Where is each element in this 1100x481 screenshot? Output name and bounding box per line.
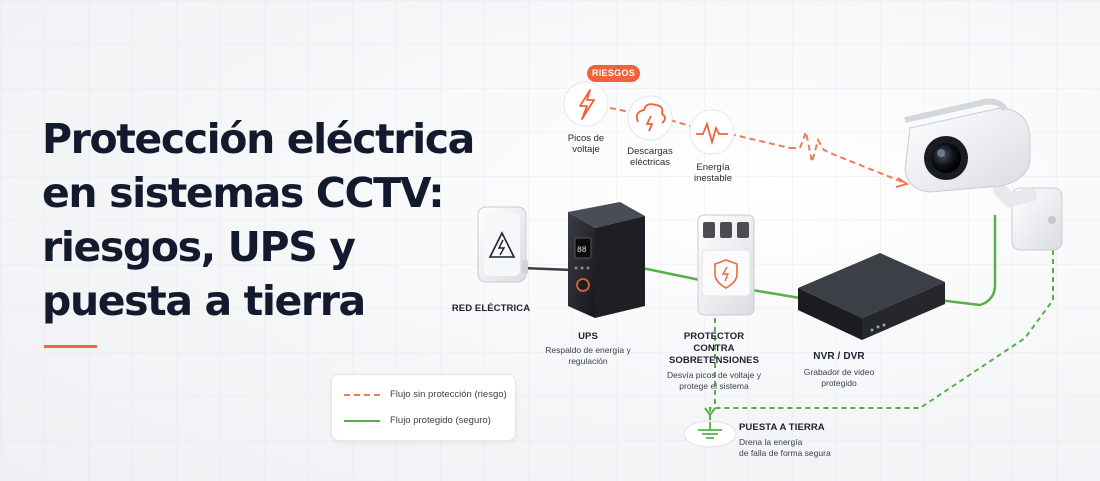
label-ups: UPS Respaldo de energía y regulación [545,331,631,367]
label-nvr: NVR / DVR Grabador de video protegido [798,351,880,389]
ground-desc-line1: Drena la energía [739,437,803,447]
title-accent-rule [44,345,97,348]
ground-desc-line2: de falla de forma segura [739,448,831,458]
risks-badge: RIESGOS [587,65,640,82]
risk-label-voltage: Picos de voltaje [567,133,605,155]
power-cables [521,215,997,307]
protector-desc: Desvía picos de voltaje y protege el sis… [666,370,762,391]
pulse-wave-icon [689,109,735,155]
protector-name-line2: CONTRA SOBRETENSIONES [668,343,760,366]
legend: Flujo sin protección (riesgo) Flujo prot… [331,374,516,441]
protector-name-line1: PROTECTOR [683,331,745,342]
label-power-grid: RED ELÉCTRICA [451,303,531,314]
legend-dash-swatch [344,393,380,396]
legend-unprotected-label: Flujo sin protección (riesgo) [390,389,507,400]
storm-cloud-icon [627,95,673,141]
nvr-dvr-device [798,253,945,340]
legend-solid-swatch [344,419,380,422]
ups-device: 88 [568,202,645,318]
legend-row-protected: Flujo protegido (seguro) [344,415,491,426]
ground-name: PUESTA A TIERRA [739,422,825,433]
legend-protected-label: Flujo protegido (seguro) [390,415,491,426]
page-title: Protección eléctrica en sistemas CCTV: r… [42,115,475,325]
risk-label-unstable: Energía inestable [693,162,733,184]
svg-text:88: 88 [577,246,587,255]
ups-desc: Respaldo de energía y regulación [545,345,631,366]
legend-row-unprotected: Flujo sin protección (riesgo) [344,389,507,400]
ground-symbol-icon [683,420,737,448]
lightning-bolt-icon [563,81,609,127]
nvr-name: NVR / DVR [813,351,865,362]
risk-label-discharges: Descargas eléctricas [627,146,673,168]
power-outlet-device [477,206,528,283]
label-protector: PROTECTOR CONTRA SOBRETENSIONES Desvía p… [652,331,776,392]
label-ground: PUESTA A TIERRA Drena la energía de fall… [739,422,849,459]
risk-flow-line [609,107,910,188]
security-camera-icon [904,98,1063,251]
ground-flow-line [704,250,1054,420]
ups-name: UPS [578,331,598,342]
surge-protector-device [697,214,755,316]
nvr-desc: Grabador de video protegido [803,367,875,388]
